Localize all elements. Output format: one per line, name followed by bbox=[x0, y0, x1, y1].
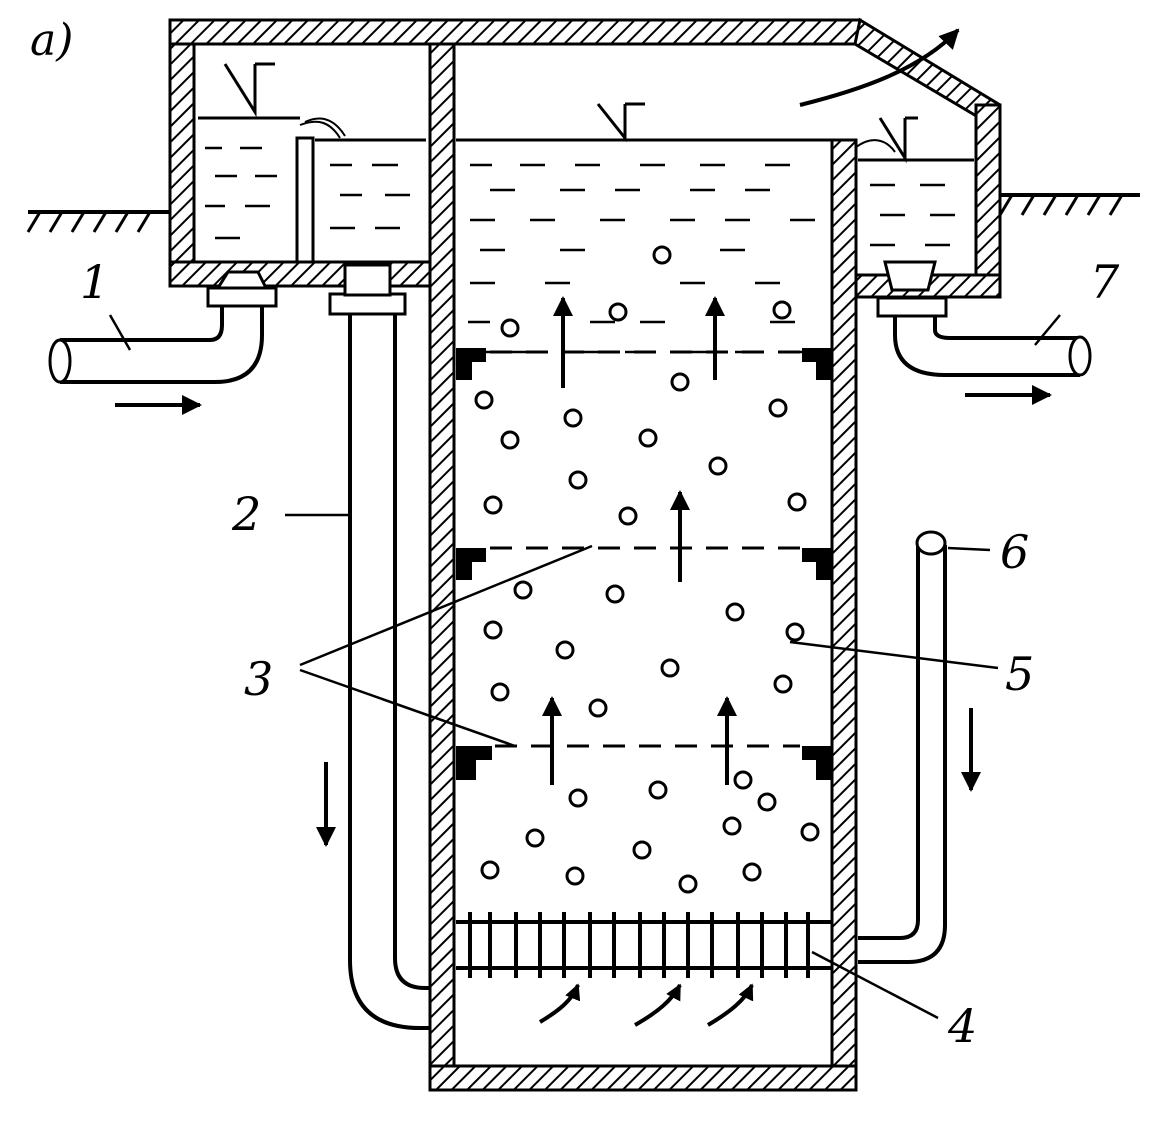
callout-4: 4 bbox=[947, 999, 977, 1053]
inlet-box-water bbox=[198, 62, 426, 264]
supply-pipe bbox=[328, 263, 430, 1030]
inlet-pipe bbox=[48, 270, 278, 384]
figure-label: a) bbox=[30, 15, 73, 66]
ground-line-left bbox=[26, 210, 170, 233]
callout-5: 5 bbox=[1005, 647, 1034, 701]
leader-lines bbox=[108, 314, 1061, 1020]
air-outflow-arrow bbox=[799, 28, 960, 107]
outlet-pipe bbox=[876, 260, 1092, 377]
drain-pipe bbox=[858, 530, 947, 964]
inlet-distribution-box bbox=[168, 18, 862, 288]
filter-column bbox=[428, 42, 858, 1092]
ground-line-right bbox=[998, 193, 1140, 216]
callout-1: 1 bbox=[80, 255, 109, 309]
distribution-grate bbox=[456, 912, 832, 978]
grid-supports bbox=[456, 348, 832, 780]
filter-media-particles bbox=[474, 245, 820, 894]
callout-2: 2 bbox=[231, 487, 261, 541]
bottom-inflow-arrows bbox=[538, 983, 754, 1027]
outlet-box-water bbox=[854, 116, 974, 247]
callout-6: 6 bbox=[1000, 525, 1029, 579]
retaining-grids bbox=[490, 350, 800, 748]
callout-7: 7 bbox=[1090, 255, 1120, 309]
upflow-arrows bbox=[542, 296, 737, 785]
callout-3: 3 bbox=[244, 652, 273, 706]
